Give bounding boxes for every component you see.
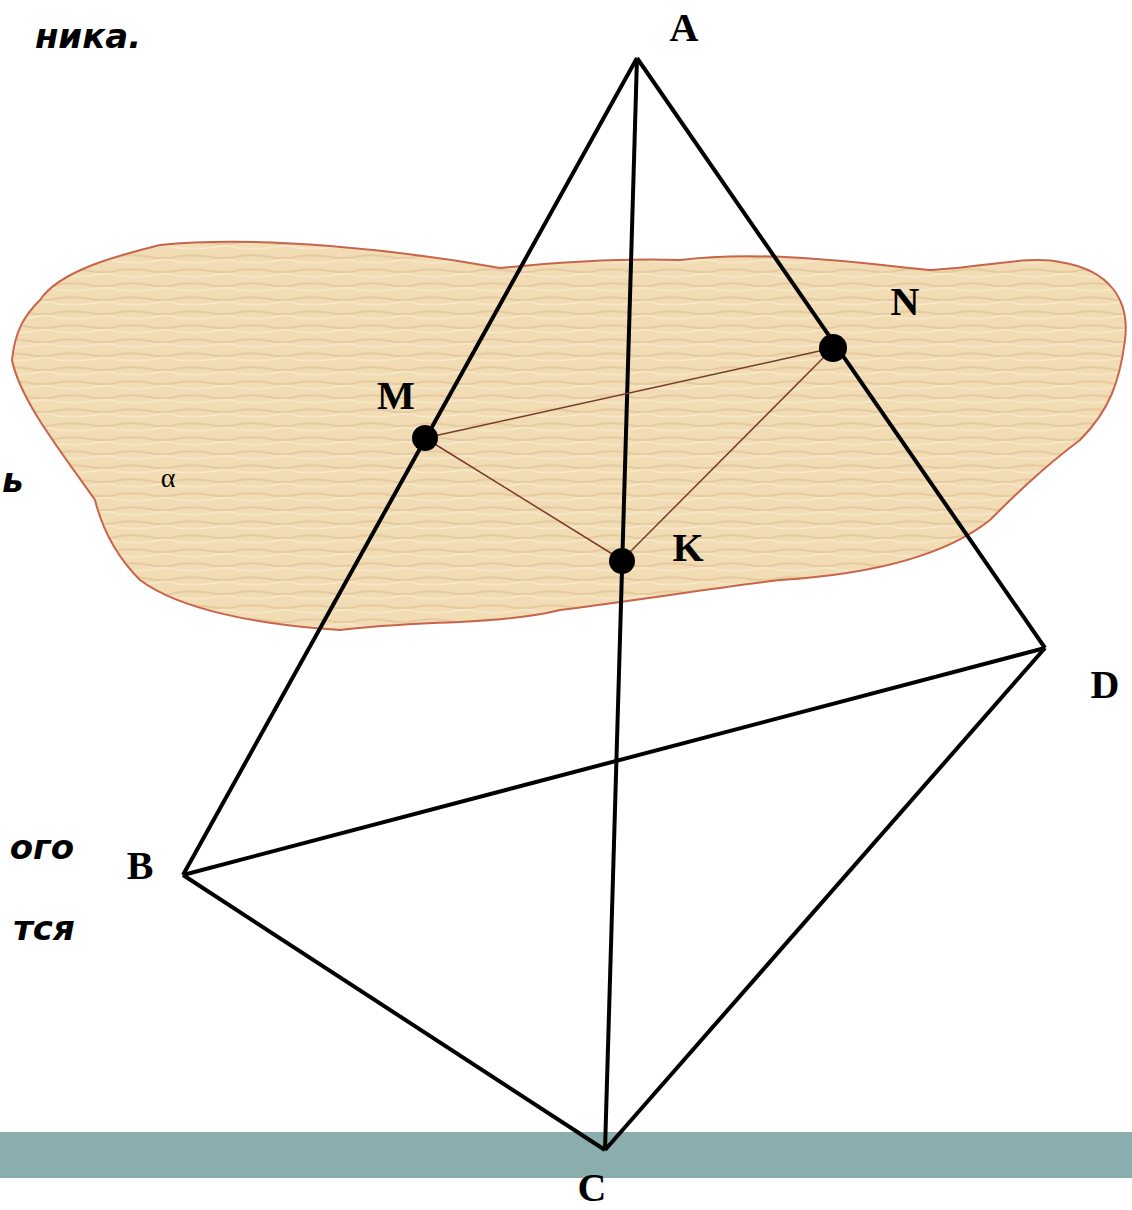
vertex-label: D (1091, 665, 1120, 705)
text-fragment: тся (13, 911, 75, 945)
vertex-label: B (127, 846, 154, 886)
point-label: M (377, 376, 415, 416)
section-points (412, 334, 847, 574)
vertex-label: C (578, 1168, 607, 1208)
plane-label: α (161, 464, 176, 492)
plane-alpha (12, 242, 1126, 630)
point-label: N (891, 282, 920, 322)
heading-fragment: ника. (35, 19, 141, 53)
text-fragment: ого (10, 830, 74, 864)
point-label: K (672, 528, 703, 568)
text-fragment: ь (2, 463, 24, 497)
vertex-label: A (670, 8, 699, 48)
bottom-band (0, 1132, 1132, 1178)
tetrahedron-edges (183, 58, 1045, 1150)
section-triangle (425, 348, 833, 560)
